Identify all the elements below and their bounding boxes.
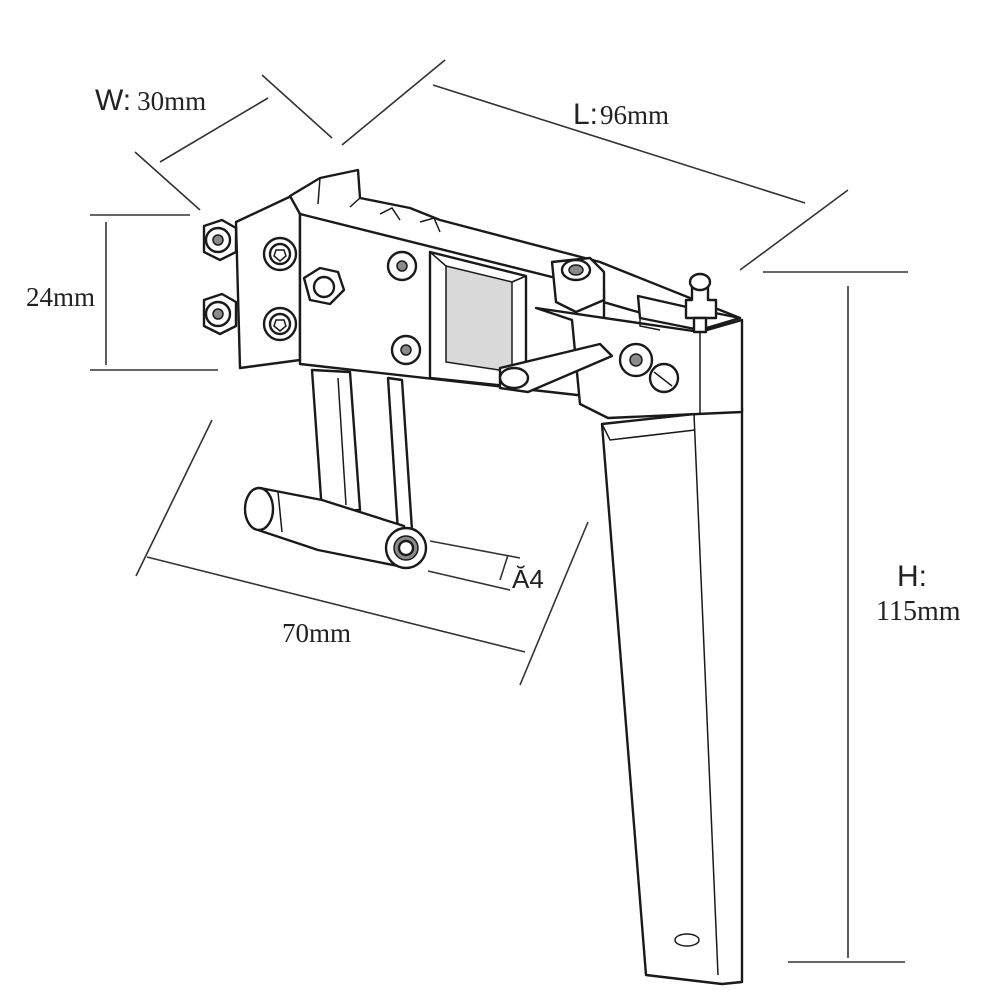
length-value: 96mm: [600, 100, 670, 130]
dimension-lines: [90, 59, 908, 963]
hole-leader-bottom: [427, 570, 511, 591]
grub-screw: [648, 362, 680, 394]
bolt-lower: [262, 306, 298, 342]
hole-diameter-label: Ă4: [512, 564, 544, 594]
span-dimension-line: [146, 556, 526, 653]
nut-lower-left: [202, 292, 238, 336]
width-extension-left: [134, 151, 201, 211]
length-extension-left: [341, 59, 446, 146]
bracket-height-label: 24mm: [26, 282, 96, 312]
span-extension-right: [519, 521, 589, 686]
push-rod-shaft: [243, 486, 428, 570]
width-dimension-line: [159, 97, 269, 163]
tiller-arm: [310, 368, 414, 534]
length-extension-right: [739, 189, 849, 271]
rudder-blade: [600, 406, 744, 986]
screw-hole-lower: [390, 334, 422, 366]
width-value: 30mm: [137, 86, 207, 116]
linkage-hole: [498, 366, 530, 390]
span-extension-left: [135, 419, 213, 577]
hex-nut-center: [302, 266, 346, 306]
height-value: 115mm: [876, 596, 961, 627]
width-prefix: W:: [95, 84, 132, 117]
height-prefix: H:: [897, 560, 927, 593]
nut-upper-left: [202, 218, 238, 262]
hole-leader-tick: [499, 554, 509, 581]
width-extension-right: [261, 74, 333, 139]
length-prefix: L:: [573, 98, 599, 131]
length-dimension-line: [432, 84, 806, 204]
screw-right: [618, 342, 654, 378]
fasteners: [202, 218, 718, 394]
span-label: 70mm: [282, 618, 352, 648]
water-nipple: [684, 272, 718, 334]
hole-leader-top: [429, 540, 521, 559]
width-label: W:30mm: [95, 86, 206, 116]
blade-hole: [674, 933, 700, 947]
shaft-end-cap: [243, 486, 275, 532]
screw-hole-upper: [386, 250, 418, 282]
bolt-upper: [262, 236, 298, 272]
length-label: L:96mm: [573, 100, 669, 130]
